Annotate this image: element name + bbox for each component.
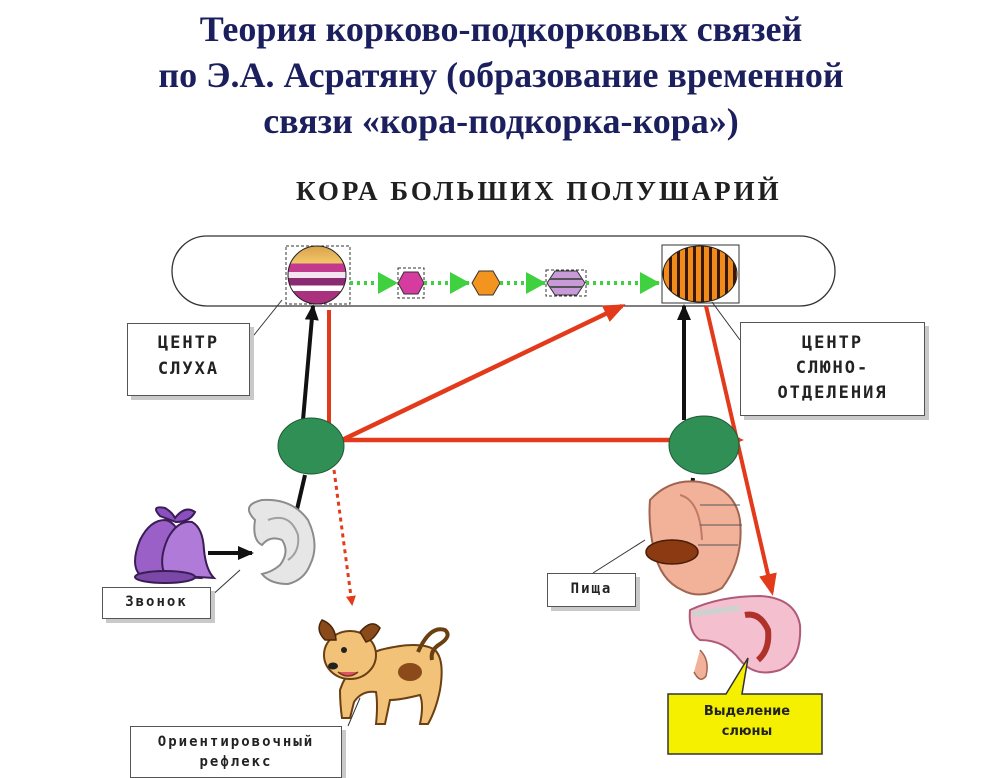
salivation-center-node (662, 245, 738, 303)
salivation-callout-label: Выделение слюны (703, 704, 791, 739)
subcortex-salivation-node (668, 415, 740, 475)
orienting-reflex-label: Ориентировочный рефлекс (130, 726, 342, 778)
subcortex-hearing-node (277, 417, 345, 475)
hearing-center-label: ЦЕНТР СЛУХА (127, 323, 250, 396)
cortex-label: КОРА БОЛЬШИХ ПОЛУШАРИЙ (296, 176, 782, 206)
orienting-reflex-arrow (332, 469, 356, 606)
title-line-2: по Э.А. Асратяну (образование временной (158, 55, 844, 95)
bell-label: Звонок (102, 587, 211, 619)
chain-node-2 (471, 270, 501, 296)
salivation-callout (667, 657, 823, 755)
salivation-center-label: ЦЕНТР СЛЮНО- ОТДЕЛЕНИЯ (740, 322, 925, 416)
hearing-center-node (287, 245, 347, 305)
salivary-gland-icon (688, 594, 802, 680)
title-line-3: связи «кора-подкорка-кора») (263, 101, 739, 141)
dog-icon (318, 619, 450, 725)
subcortex-to-hearing-arrow (301, 304, 319, 421)
subcortex-to-cortex-link (341, 303, 626, 443)
food-label: Пища (547, 573, 636, 607)
chain-node-1 (397, 271, 425, 295)
hearing-descending-link (327, 310, 342, 442)
chain-arrowhead-1 (378, 272, 398, 294)
title-line-1: Теория корково-подкорковых связей (199, 9, 803, 49)
salivation-center-frame (661, 244, 740, 304)
chain-node-3 (546, 270, 586, 296)
ear-icon (247, 498, 316, 586)
bell-icon (134, 506, 217, 584)
page-title: Теория корково-подкорковых связей по Э.А… (0, 6, 1002, 144)
tongue-icon (645, 480, 742, 596)
